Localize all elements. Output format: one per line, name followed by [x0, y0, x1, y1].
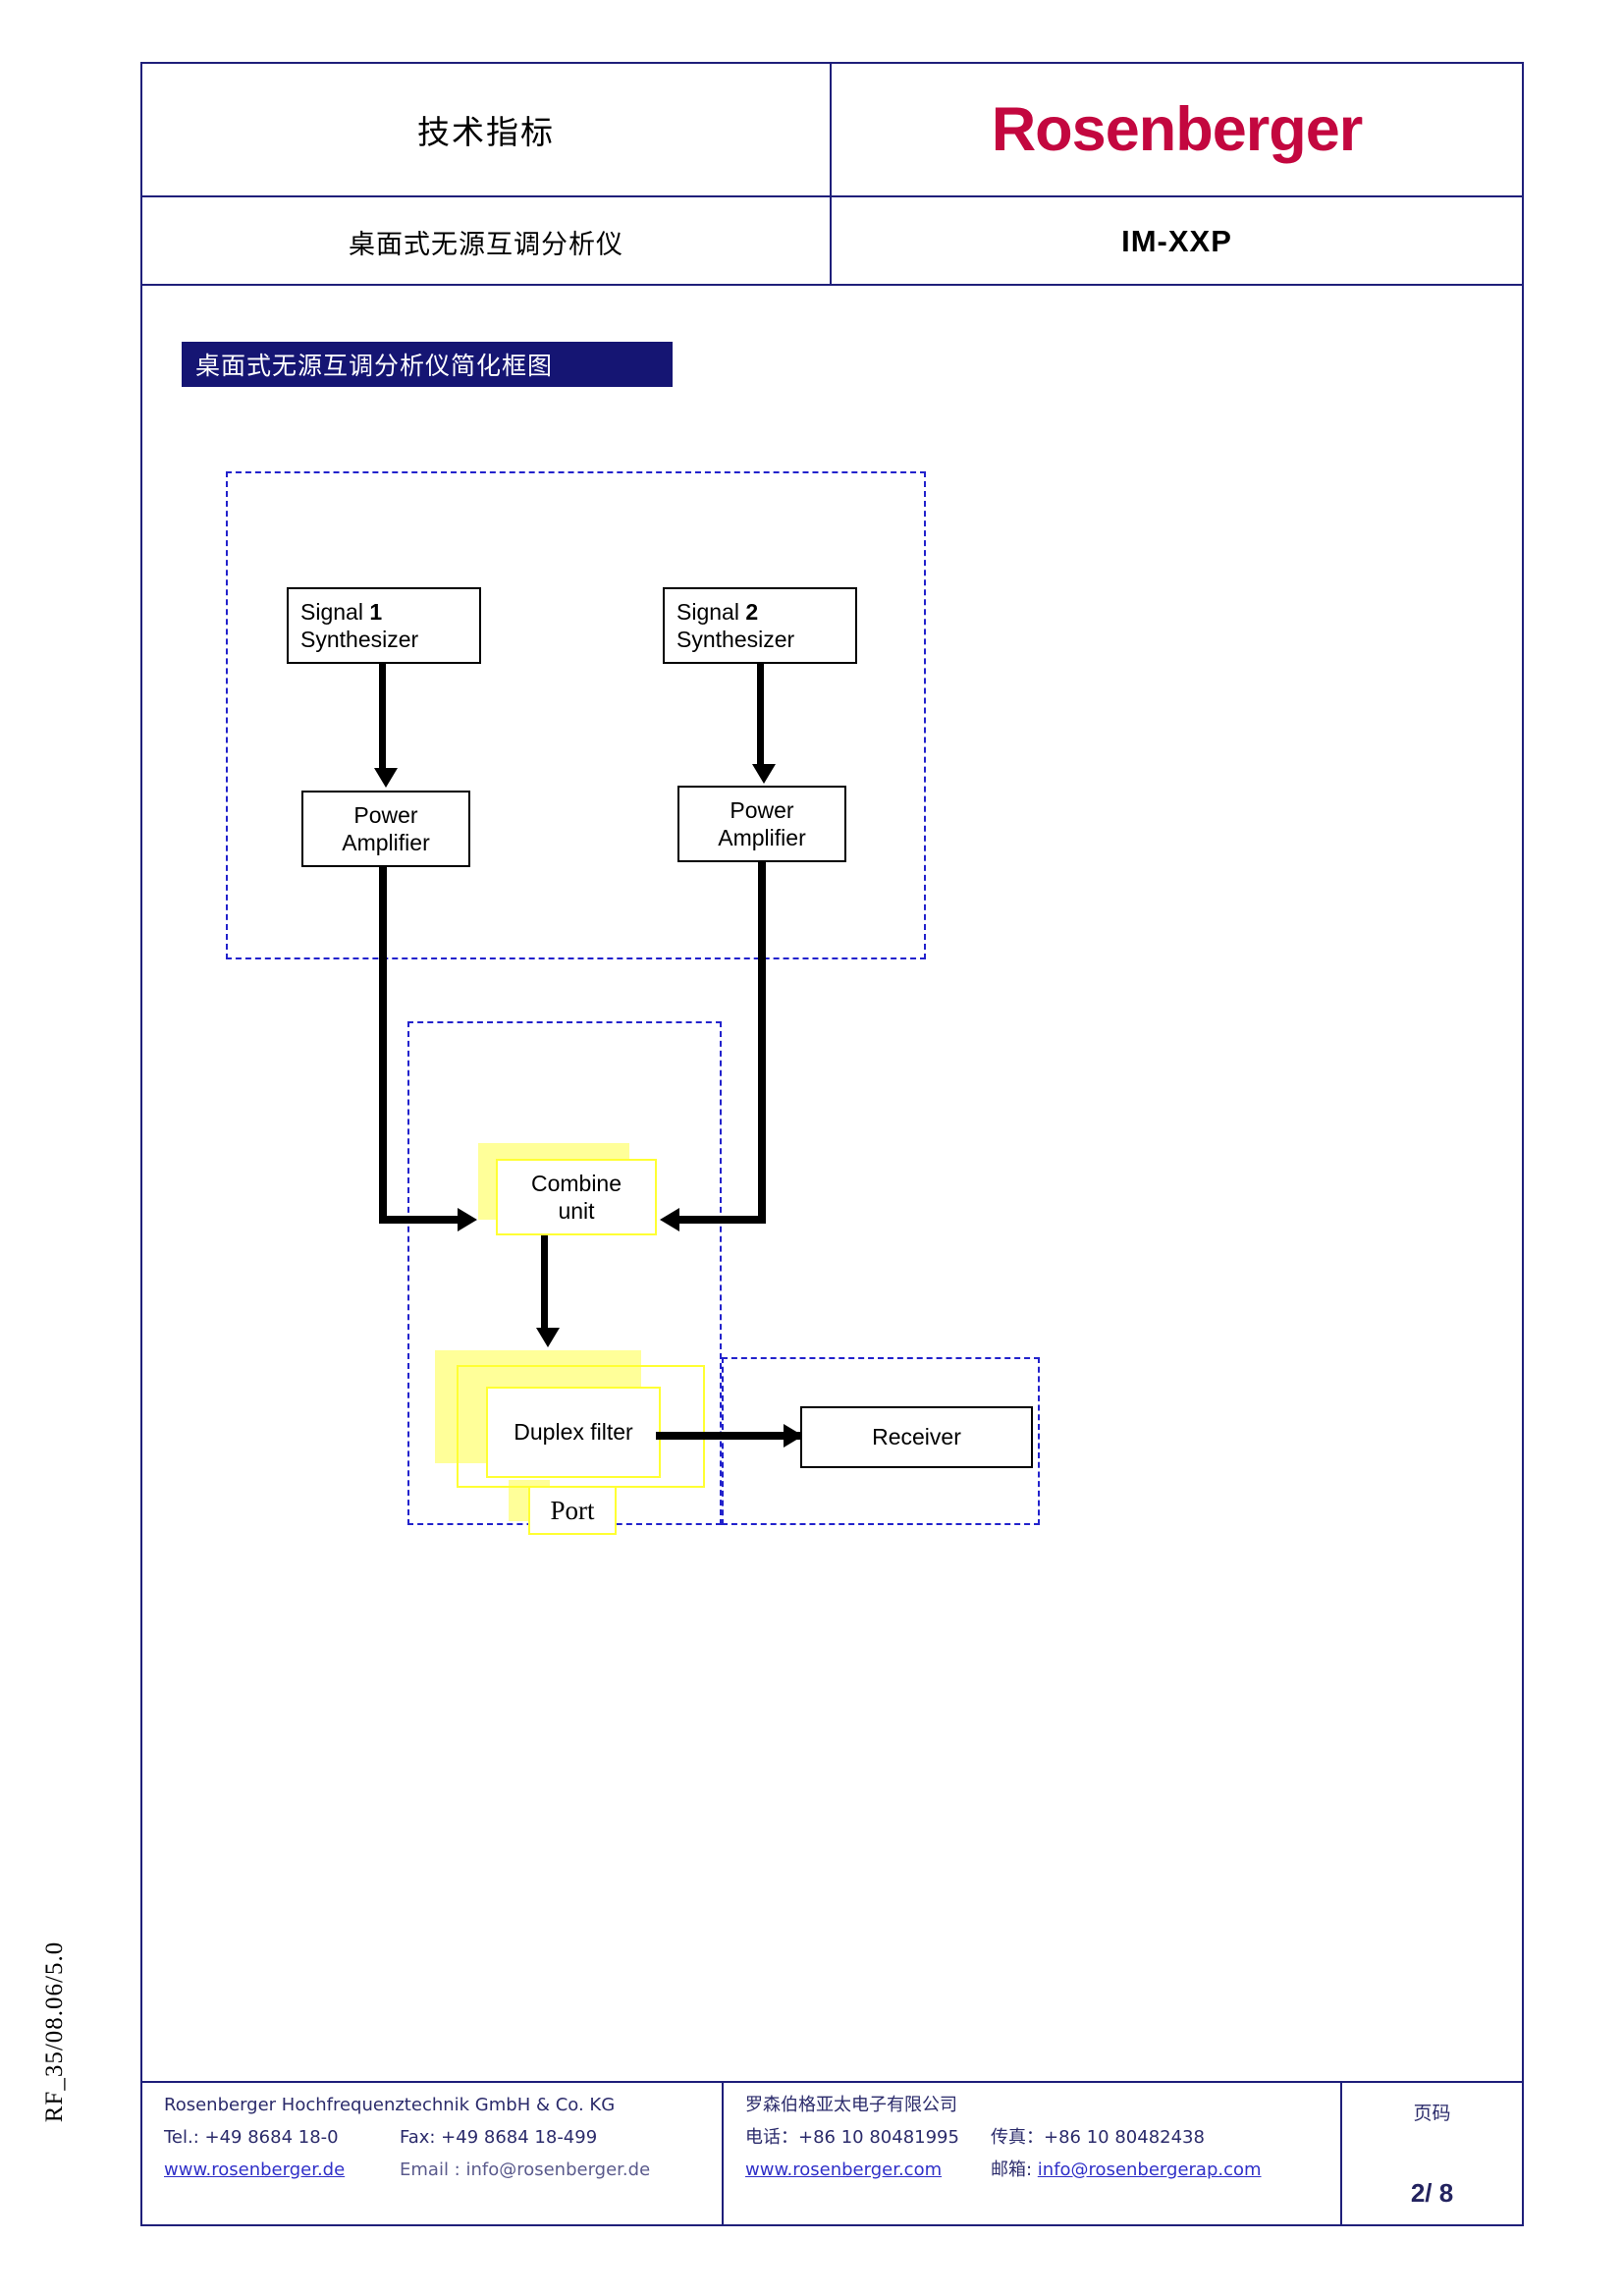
- footer-cn-fax: +86 10 80482438: [1044, 2126, 1205, 2148]
- footer-cn-company: 罗森伯格亚太电子有限公司: [745, 2095, 957, 2115]
- page-number-label: 页码: [1413, 2103, 1451, 2124]
- product-name: 桌面式无源互调分析仪: [349, 229, 623, 260]
- footer-column-page: 页码 2/ 8: [1340, 2083, 1522, 2224]
- model-number: IM-XXP: [1121, 224, 1232, 258]
- footer-de-company: Rosenberger Hochfrequenztechnik GmbH & C…: [164, 2095, 616, 2115]
- header-logo-cell: Rosenberger: [832, 64, 1522, 195]
- header-divider: [830, 64, 832, 195]
- header-product-cell: 桌面式无源互调分析仪: [142, 197, 830, 286]
- document-footer: Rosenberger Hochfrequenztechnik GmbH & C…: [140, 2081, 1524, 2226]
- footer-cn-web-row: www.rosenberger.com 邮箱: info@rosenbergera…: [745, 2159, 1340, 2180]
- footer-de-fax: Fax: +49 8684 18-499: [400, 2126, 598, 2148]
- footer-cn-email-link[interactable]: info@rosenbergerap.com: [1037, 2159, 1262, 2180]
- footer-cn-tel-label: 电话：: [745, 2126, 798, 2148]
- page-title: 技术指标: [417, 113, 555, 151]
- document-header: 技术指标 Rosenberger 桌面式无源互调分析仪 IM-XXP: [140, 62, 1524, 286]
- header-row-product: 桌面式无源互调分析仪 IM-XXP: [142, 195, 1522, 286]
- header-title-cell: 技术指标: [142, 64, 830, 195]
- footer-cn-fax-label: 传真：: [991, 2126, 1044, 2148]
- document-revision-code: RF_35/08.06/5.0: [41, 1941, 68, 2123]
- rosenberger-logo: Rosenberger: [991, 95, 1364, 164]
- section-title-bar: 桌面式无源互调分析仪简化框图: [182, 342, 673, 387]
- footer-cn-email-label: 邮箱:: [991, 2159, 1038, 2180]
- footer-cn-tel-wrap: 电话：+86 10 80481995: [745, 2126, 991, 2148]
- header-row-title: 技术指标 Rosenberger: [142, 64, 1522, 195]
- header-model-cell: IM-XXP: [832, 197, 1522, 286]
- footer-cn-tel: +86 10 80481995: [798, 2126, 959, 2148]
- page-number-value: 2/ 8: [1410, 2178, 1454, 2208]
- footer-de-web-row: www.rosenberger.de Email : info@rosenberg…: [164, 2159, 722, 2180]
- footer-de-website-link[interactable]: www.rosenberger.de: [164, 2159, 346, 2180]
- section-title-text: 桌面式无源互调分析仪简化框图: [195, 352, 554, 380]
- header-divider-2: [830, 197, 832, 286]
- footer-de-email-label: Email :: [400, 2159, 466, 2180]
- footer-de-email[interactable]: info@rosenberger.de: [465, 2159, 651, 2180]
- footer-de-tel: Tel.: +49 8684 18-0: [164, 2126, 339, 2148]
- footer-cn-website-link[interactable]: www.rosenberger.com: [745, 2159, 943, 2180]
- document-body-frame: [140, 286, 1524, 2081]
- footer-de-contact-row: Tel.: +49 8684 18-0 Fax: +49 8684 18-499: [164, 2126, 722, 2148]
- footer-column-germany: Rosenberger Hochfrequenztechnik GmbH & C…: [142, 2083, 722, 2224]
